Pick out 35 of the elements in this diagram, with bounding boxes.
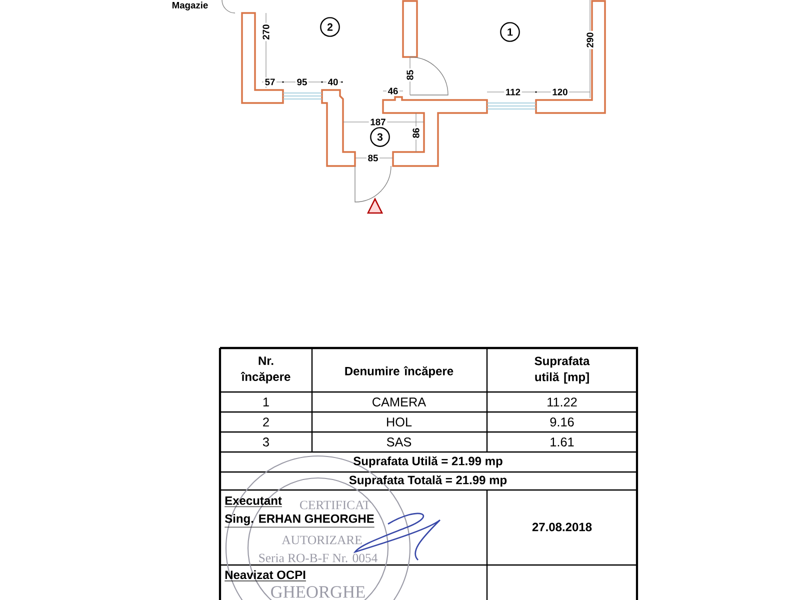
- dimension-label: 112: [504, 87, 522, 97]
- dimension-label: 290: [585, 30, 595, 50]
- table-cell: 9.16: [550, 418, 574, 426]
- dimension-label: 40: [326, 77, 340, 87]
- dimension-label: 95: [295, 77, 309, 87]
- table-cell: 1.61: [550, 438, 574, 446]
- table-cell: 3: [262, 438, 269, 446]
- table-cell: Neavizat OCPI: [224, 570, 306, 582]
- dimension-label: Magazie: [170, 0, 210, 12]
- table-cell: HOL: [387, 418, 412, 426]
- table-cell: Sing. ERHAN GHEORGHE: [224, 514, 375, 528]
- table-cell: Executant: [224, 496, 282, 507]
- table-cell: Nr. încăpere: [240, 356, 290, 384]
- dimension-label: 85: [405, 68, 415, 82]
- table-cell: CAMERA: [372, 398, 426, 406]
- dimension-label: 46: [386, 86, 400, 96]
- table-cell: Suprafata utilă [mp]: [534, 356, 590, 384]
- dimension-label: 57: [263, 77, 277, 87]
- table-cell: 27.08.2018: [532, 522, 592, 532]
- dimension-label: 120: [550, 87, 570, 97]
- table-cell: 1: [263, 398, 269, 406]
- stamp-text: GHEORGHE: [271, 586, 365, 598]
- table-cell: Suprafata Utilă = 21.99 mp: [354, 456, 502, 468]
- table-cell: 2: [263, 418, 269, 426]
- dimension-label: 187: [368, 117, 388, 127]
- stamp-text: CERTIFICAT: [300, 500, 370, 510]
- dimension-label: 85: [366, 153, 380, 163]
- dimension-label: 270: [261, 22, 271, 42]
- table-cell: Suprafata Totală = 21.99 mp: [349, 475, 507, 487]
- table-cell: Denumire încăpere: [345, 366, 454, 378]
- stamp-text: AUTORIZARE: [282, 536, 362, 544]
- table-cell: 11.22: [548, 398, 577, 406]
- stamp-text: Seria RO-B-F Nr. 0054: [259, 554, 378, 562]
- table-cell: SAS: [386, 438, 412, 446]
- dimension-label: 86: [411, 126, 421, 140]
